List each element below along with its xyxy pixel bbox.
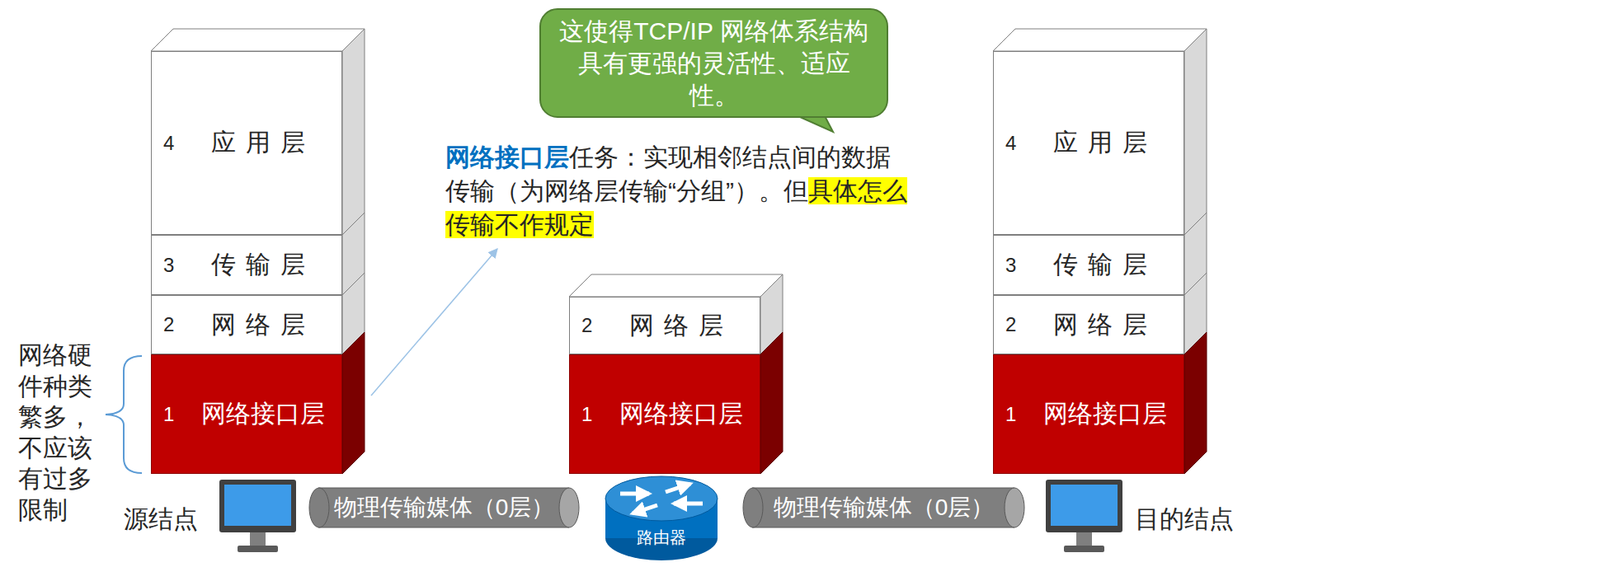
layer-name: 网络接口层 (611, 397, 760, 432)
cylinder-end (743, 488, 763, 528)
layer-number: 3 (151, 254, 193, 278)
layer-box: 1网络接口层 (569, 354, 761, 475)
cylinder-edge (752, 527, 1015, 529)
monitor-screen (1050, 484, 1118, 527)
medium-cylinder: 物理传输媒体（0层） (742, 487, 1026, 529)
layer-box: 3传输层 (150, 235, 343, 296)
cylinder-body (318, 488, 570, 528)
cylinder-end (309, 488, 330, 528)
layer-box: 1网络接口层 (992, 354, 1185, 475)
monitor-icon (1045, 480, 1123, 553)
task-note: 网络接口层任务：实现相邻结点间的数据传输（为网络层传输“分组”）。但具体怎么传输… (445, 140, 912, 242)
layer-name: 网络层 (611, 309, 760, 344)
layer-name: 应用层 (192, 126, 342, 160)
cylinder-end (1004, 488, 1025, 528)
layer-box: 3传输层 (992, 235, 1185, 296)
layer-box: 4应用层 (150, 51, 343, 236)
node-label: 物理传输媒体（0层） (773, 492, 995, 524)
layer-number: 2 (993, 313, 1036, 337)
side-face (1184, 332, 1207, 475)
layer-box: 4应用层 (992, 51, 1185, 236)
layer-name: 应用层 (1035, 126, 1184, 160)
router-icon: 路由器 (603, 474, 720, 564)
layer-box: 2网络层 (150, 295, 343, 355)
layer-name: 传输层 (192, 248, 342, 283)
layer-number: 2 (569, 314, 612, 338)
side-face (760, 332, 783, 475)
router-arrow (632, 505, 658, 514)
layer-box: 1网络接口层 (150, 354, 343, 475)
monitor-neck (1076, 532, 1092, 546)
layer-number: 4 (151, 131, 193, 156)
side-note: 网络硬件种类繁多，不应该有过多限制 (18, 339, 95, 526)
leader-line (371, 249, 498, 396)
monitor-base (237, 545, 278, 553)
side-face (342, 332, 365, 475)
layer-number: 2 (151, 313, 193, 337)
monitor-frame (219, 480, 297, 533)
top-face (569, 274, 783, 297)
layer-number: 3 (993, 254, 1036, 278)
callout-text: 这使得TCP/IP 网络体系结构具有更强的灵活性、适应性。 (554, 14, 874, 112)
monitor-icon (219, 480, 297, 553)
cylinder-edge (318, 527, 570, 529)
medium-cylinder: 物理传输媒体（0层） (308, 487, 580, 529)
router-top (605, 476, 718, 522)
monitor-neck (249, 532, 266, 546)
layer-number: 4 (993, 131, 1036, 156)
end-label: 源结点 (123, 503, 198, 537)
node-label: 物理传输媒体（0层） (334, 492, 556, 524)
bracket (105, 356, 142, 474)
cylinder-edge (318, 488, 570, 490)
layer-name: 网络接口层 (1035, 397, 1184, 432)
top-face (992, 28, 1207, 52)
layer-name: 网络层 (1035, 308, 1184, 343)
layer-box: 2网络层 (992, 295, 1185, 355)
router-arrow (665, 484, 691, 493)
layer-box: 2网络层 (569, 296, 761, 355)
top-face (150, 28, 365, 52)
side-face (342, 28, 365, 236)
layer-number: 1 (993, 403, 1036, 427)
layer-number: 1 (151, 403, 193, 427)
shape-outline (603, 474, 720, 564)
monitor-base (1063, 545, 1105, 553)
callout-bubble: 这使得TCP/IP 网络体系结构具有更强的灵活性、适应性。 (539, 8, 889, 118)
note-heading: 网络接口层 (445, 143, 570, 171)
cylinder-body (752, 488, 1015, 528)
layer-number: 1 (569, 403, 612, 427)
end-label: 目的结点 (1134, 503, 1234, 537)
cylinder-end (559, 488, 579, 528)
monitor-screen (224, 484, 292, 527)
router-arrow (673, 502, 703, 507)
node-label: 路由器 (636, 527, 687, 550)
cylinder-edge (752, 488, 1015, 490)
router-arrow (620, 492, 650, 497)
monitor-frame (1045, 480, 1123, 533)
side-face (1184, 28, 1207, 236)
layer-name: 传输层 (1035, 248, 1184, 283)
layer-name: 网络接口层 (192, 397, 342, 432)
layer-name: 网络层 (192, 308, 342, 343)
